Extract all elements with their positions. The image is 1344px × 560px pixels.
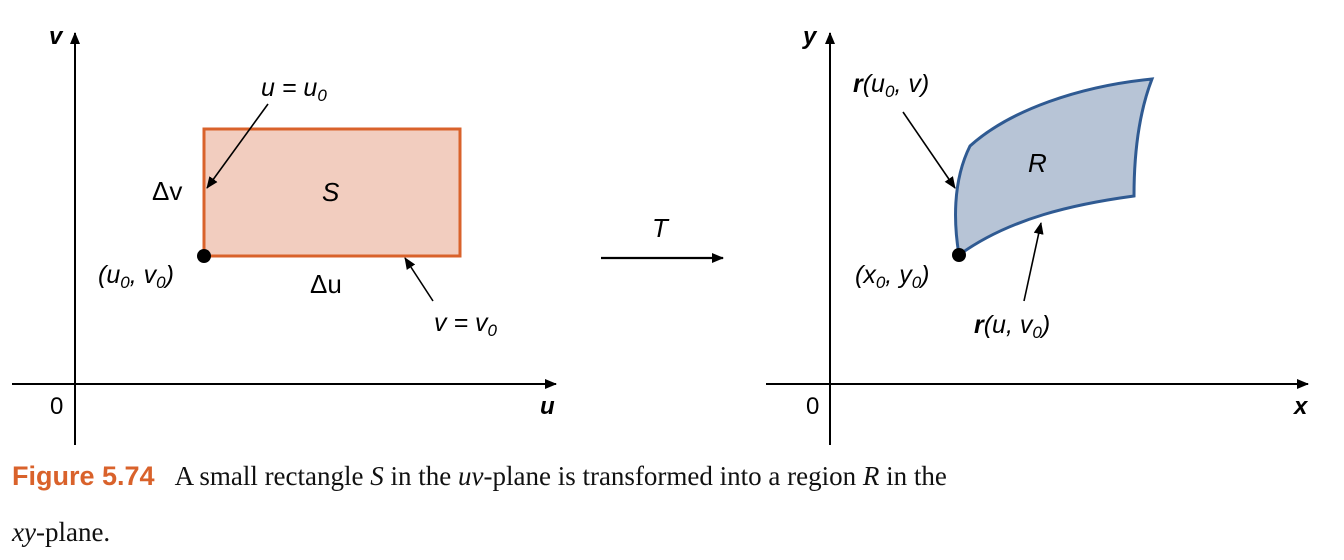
rect-label-s: S bbox=[322, 177, 340, 207]
corner-point-xy bbox=[952, 248, 966, 262]
figure-number: Figure 5.74 bbox=[12, 461, 155, 491]
caption-text-3: -plane is transformed into a region bbox=[483, 461, 863, 491]
origin-label-left: 0 bbox=[50, 393, 63, 420]
caption-s: S bbox=[370, 461, 384, 491]
xy-plane: y x 0 R (x0, y0) r(u0, v) r(u, v0) bbox=[766, 23, 1309, 445]
transform-arrow-group: T bbox=[601, 213, 724, 263]
u-axis-label: u bbox=[540, 393, 555, 420]
region-r bbox=[954, 77, 1155, 258]
region-label-r: R bbox=[1028, 148, 1047, 178]
uv-plane: v u 0 S (u0, v0) Δv Δu u = u0 v = v0 bbox=[12, 23, 557, 445]
caption-text-2: in the bbox=[383, 461, 458, 491]
rectangle-s bbox=[202, 127, 462, 258]
curve-r-u-v0-arrow bbox=[1023, 222, 1044, 302]
v-equals-v0-arrow bbox=[404, 257, 434, 302]
u-equals-u0-label: u = u0 bbox=[261, 74, 327, 105]
corner-label-xy: (x0, y0) bbox=[855, 261, 930, 292]
curve-r-u0-v-arrow bbox=[902, 111, 956, 189]
v-equals-v0-label: v = v0 bbox=[434, 309, 498, 340]
y-axis-label: y bbox=[802, 23, 818, 50]
caption-r: R bbox=[862, 461, 880, 491]
figure-caption: Figure 5.74 A small rectangle S in the uv… bbox=[12, 448, 1312, 560]
corner-point-uv bbox=[197, 249, 211, 263]
v-axis-label: v bbox=[49, 23, 64, 50]
curve-r-u-v0-label: r(u, v0) bbox=[974, 311, 1050, 342]
transform-label-t: T bbox=[652, 213, 670, 243]
figure-diagram: v u 0 S (u0, v0) Δv Δu u = u0 v = v0 T bbox=[12, 23, 1309, 445]
caption-uv: uv bbox=[458, 461, 484, 491]
delta-v-label: Δv bbox=[152, 176, 182, 206]
curve-r-u0-v-label: r(u0, v) bbox=[853, 70, 929, 101]
caption-text-4: in the bbox=[879, 461, 947, 491]
caption-xy: xy bbox=[12, 517, 36, 547]
origin-label-right: 0 bbox=[806, 393, 819, 420]
x-axis-label: x bbox=[1292, 393, 1309, 420]
delta-u-label: Δu bbox=[310, 269, 342, 299]
caption-text-1: A small rectangle bbox=[174, 461, 371, 491]
caption-text-5: -plane. bbox=[35, 517, 111, 547]
u-equals-u0-arrow bbox=[206, 103, 269, 189]
corner-label-uv: (u0, v0) bbox=[98, 261, 174, 292]
